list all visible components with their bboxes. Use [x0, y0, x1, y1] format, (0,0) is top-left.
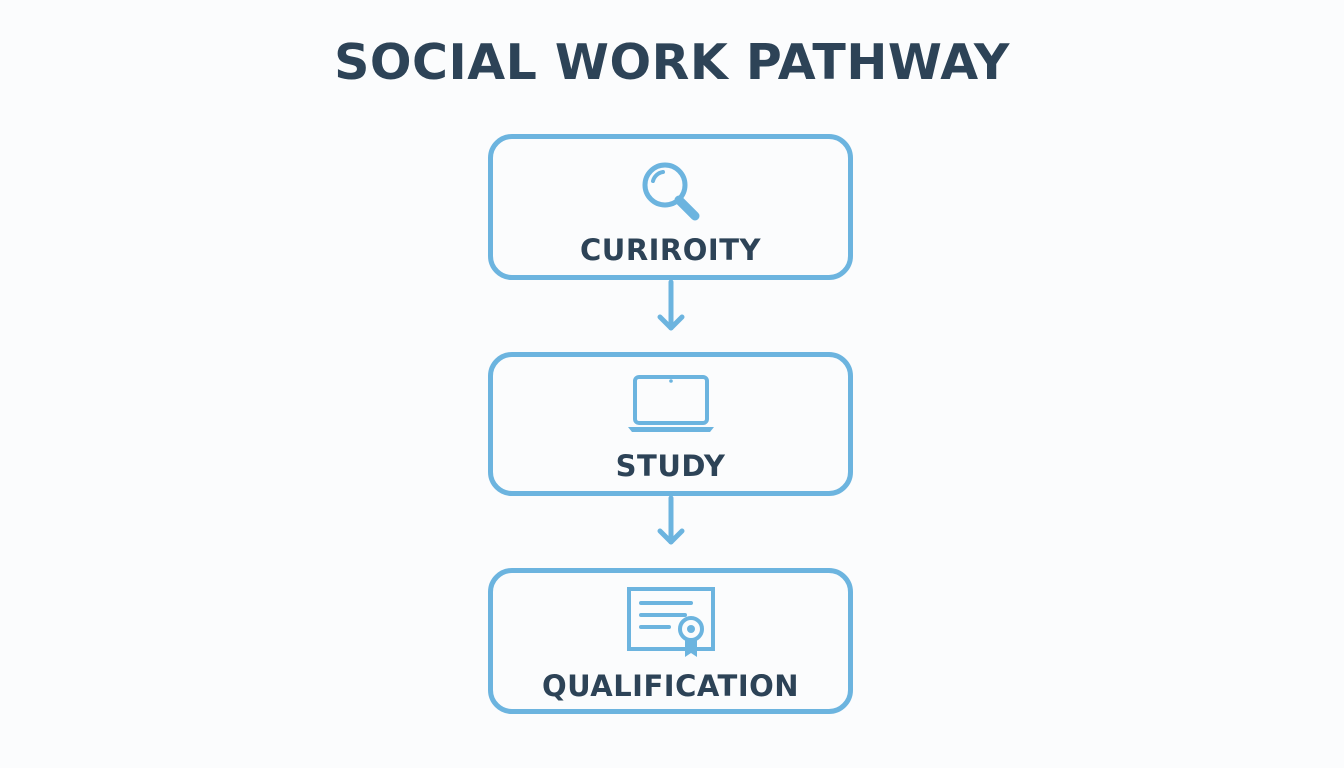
down-arrow-icon — [657, 280, 685, 331]
diagram-title: SOCIAL WORK PATHWAY — [334, 34, 1010, 91]
step-label: QUALIFICATION — [541, 669, 800, 703]
down-arrow-icon — [657, 496, 685, 545]
step-box-curiosity: CURIROITY — [488, 134, 853, 280]
step-box-qualification: QUALIFICATION — [488, 568, 853, 714]
magnifying-glass-icon — [493, 153, 848, 233]
step-box-study: STUDY — [488, 352, 853, 496]
certificate-icon — [493, 583, 848, 661]
laptop-icon — [493, 371, 848, 435]
step-label: STUDY — [615, 449, 726, 483]
step-label: CURIROITY — [579, 233, 761, 267]
